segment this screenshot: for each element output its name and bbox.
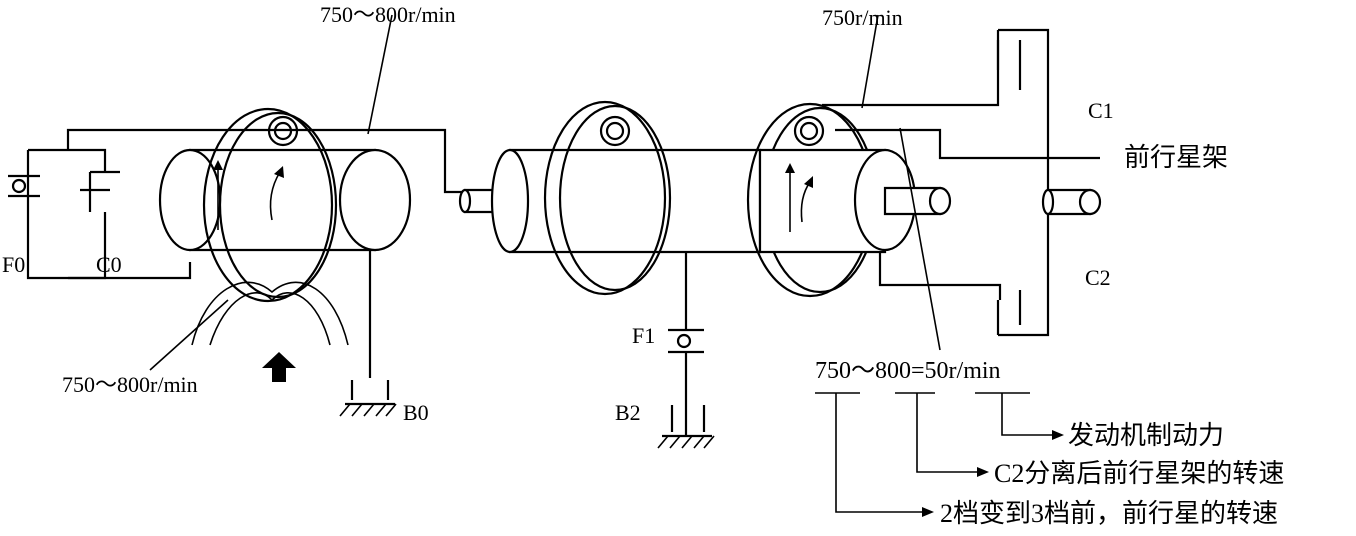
leader-lines (149, 14, 1064, 517)
f1-b2-assembly (657, 328, 715, 449)
label-c1: C1 (1088, 98, 1114, 123)
front-planetary-set (746, 102, 1100, 300)
overdrive-planetary-set (158, 107, 470, 378)
label-f0: F0 (2, 252, 25, 277)
f0-c0-clutch-assembly (8, 128, 268, 280)
label-f1: F1 (632, 323, 655, 348)
input-arrow-icon (262, 352, 296, 382)
label-front-carrier: 前行星架 (1124, 143, 1228, 172)
label-b0: B0 (403, 400, 429, 425)
annotation-engine-brake: 发动机制动力 (1068, 421, 1224, 450)
rear-planetary-set (543, 100, 688, 330)
annotation-before-shift: 2档变到3档前，前行星的转速 (940, 499, 1278, 528)
b0-brake (339, 380, 397, 417)
top-left-speed-label: 750～800r/min (320, 2, 456, 27)
label-c0: C0 (96, 252, 122, 277)
bottom-left-speed-label: 750～800r/min (62, 372, 198, 397)
annotation-c2-release: C2分离后前行星架的转速 (994, 459, 1284, 488)
label-c2: C2 (1085, 265, 1111, 290)
formula-label: 750～800=50r/min (815, 358, 1001, 384)
c1-c2-drum (822, 28, 1102, 337)
middle-shaft (458, 148, 762, 254)
top-right-speed-label: 750r/min (822, 5, 903, 30)
label-b2: B2 (615, 400, 641, 425)
